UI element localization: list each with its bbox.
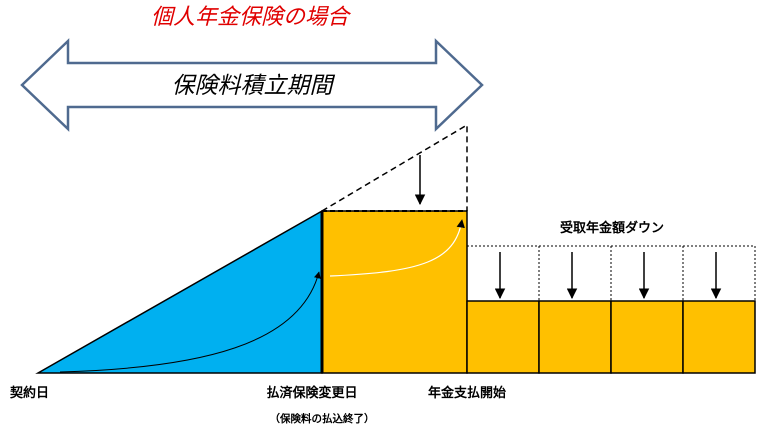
growth-curve-accumulation bbox=[59, 271, 321, 373]
annuity-block bbox=[682, 300, 756, 374]
conversion-date-label: 払済保険変更日 bbox=[266, 385, 357, 401]
premium-end-note: （保険料の払込終了） bbox=[270, 412, 375, 425]
annuity-reduction-label: 受取年金額ダウン bbox=[560, 220, 664, 236]
annuity-payments bbox=[466, 245, 756, 374]
annuity-block bbox=[538, 300, 612, 374]
annuity-start-label: 年金支払開始 bbox=[428, 385, 506, 401]
paid-up-block bbox=[321, 210, 468, 374]
original-annuity-outline bbox=[467, 245, 756, 301]
annuity-block bbox=[610, 300, 684, 374]
annuity-block bbox=[466, 300, 540, 374]
premium-period-arrow bbox=[20, 38, 484, 132]
growth-curve-paid-up bbox=[329, 219, 465, 277]
accumulation-triangle bbox=[35, 209, 323, 374]
diagram-title: 個人年金保険の場合 bbox=[151, 5, 352, 30]
premium-period-label: 保険料積立期間 bbox=[172, 73, 336, 99]
contract-date-label: 契約日 bbox=[9, 385, 49, 401]
original-projection-line bbox=[321, 123, 468, 212]
